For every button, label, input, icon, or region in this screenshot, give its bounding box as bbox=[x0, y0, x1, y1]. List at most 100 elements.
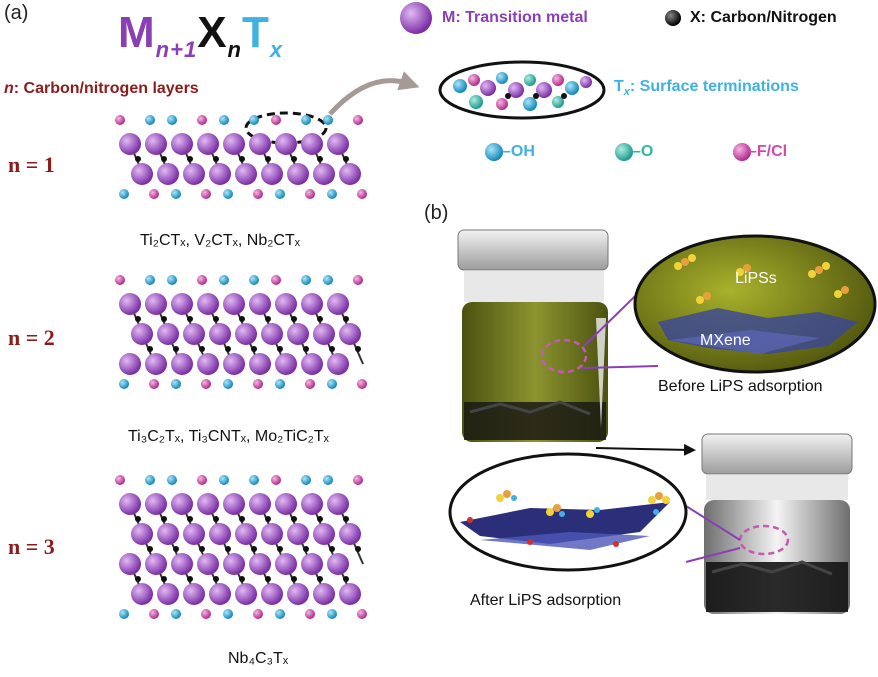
layers-note: n: Carbon/nitrogen layers bbox=[4, 80, 199, 98]
termination-atom bbox=[115, 275, 125, 285]
carbon-atom bbox=[291, 516, 297, 522]
metal-atom bbox=[339, 163, 361, 185]
termination-atom bbox=[327, 379, 337, 389]
metal-atom bbox=[145, 353, 167, 375]
metal-atom bbox=[249, 493, 271, 515]
metal-atom bbox=[119, 493, 141, 515]
jar-after-lid bbox=[701, 433, 853, 475]
jar-before-zoom-ellipse bbox=[540, 338, 588, 374]
metal-atom bbox=[209, 523, 231, 545]
panel-b-label: (b) bbox=[424, 202, 449, 224]
carbon-atom bbox=[277, 346, 283, 352]
layers-note-text: : Carbon/nitrogen layers bbox=[13, 80, 199, 97]
before-caption: Before LiPS adsorption bbox=[658, 378, 823, 395]
zoom-surface-illustration bbox=[244, 60, 606, 145]
carbon-atom bbox=[291, 576, 297, 582]
termination-atom bbox=[253, 379, 263, 389]
termination-atom bbox=[357, 379, 367, 389]
formula-x-sub: n bbox=[227, 36, 242, 62]
metal-atom bbox=[145, 133, 167, 155]
metal-atom bbox=[301, 353, 323, 375]
metal-atom bbox=[209, 323, 231, 345]
jar-before bbox=[457, 229, 609, 442]
carbon-atom bbox=[147, 346, 153, 352]
carbon-atom bbox=[265, 576, 271, 582]
metal-atom bbox=[261, 323, 283, 345]
metal-atom bbox=[301, 293, 323, 315]
termination-atom bbox=[171, 189, 181, 199]
carbon-atom bbox=[135, 576, 141, 582]
metal-atom bbox=[275, 353, 297, 375]
metal-atom bbox=[235, 523, 257, 545]
metal-atom bbox=[197, 553, 219, 575]
carbon-atom bbox=[173, 346, 179, 352]
jar-before-lid bbox=[457, 229, 609, 271]
metal-atom bbox=[183, 523, 205, 545]
metal-atom bbox=[261, 523, 283, 545]
metal-atom bbox=[197, 493, 219, 515]
termination-atom bbox=[275, 189, 285, 199]
bubble-before bbox=[633, 234, 877, 374]
carbon-atom bbox=[161, 576, 167, 582]
carbon-atom bbox=[291, 316, 297, 322]
termination-atom bbox=[219, 115, 229, 125]
termination-atom bbox=[353, 475, 363, 485]
carbon-atom bbox=[265, 516, 271, 522]
termination-atom bbox=[145, 115, 155, 125]
carbon-atom bbox=[161, 156, 167, 162]
termination-atom bbox=[357, 189, 367, 199]
metal-atom bbox=[275, 293, 297, 315]
metal-atom bbox=[339, 323, 361, 345]
formula-t-sub: x bbox=[269, 36, 284, 62]
legend-metal: M: Transition metal bbox=[442, 9, 588, 26]
termination-atom bbox=[323, 115, 333, 125]
fcl-atom-icon bbox=[733, 143, 751, 161]
termination-atom bbox=[119, 189, 129, 199]
metal-atom bbox=[275, 133, 297, 155]
carbon-atom bbox=[265, 316, 271, 322]
metal-atom bbox=[223, 293, 245, 315]
metal-atom bbox=[223, 553, 245, 575]
metal-atom bbox=[145, 493, 167, 515]
metal-atom bbox=[249, 133, 271, 155]
carbon-atom bbox=[251, 546, 257, 552]
metal-atom bbox=[157, 163, 179, 185]
termination-atom bbox=[275, 609, 285, 619]
termination-atom bbox=[197, 115, 207, 125]
termination-atom bbox=[323, 475, 333, 485]
metal-atom bbox=[183, 583, 205, 605]
carbon-atom bbox=[355, 546, 361, 552]
carbon-atom bbox=[199, 546, 205, 552]
termination-atom bbox=[305, 609, 315, 619]
metal-atom bbox=[119, 133, 141, 155]
termination-atom bbox=[115, 115, 125, 125]
carbon-atom bbox=[355, 346, 361, 352]
carbon-atom bbox=[225, 346, 231, 352]
carbon-atom bbox=[317, 316, 323, 322]
termination-atom bbox=[149, 189, 159, 199]
carbon-atom bbox=[135, 316, 141, 322]
mxene-label: MXene bbox=[700, 332, 751, 349]
carbon-atom bbox=[303, 546, 309, 552]
termination-atom bbox=[171, 379, 181, 389]
metal-atom bbox=[223, 493, 245, 515]
termination-atom bbox=[149, 379, 159, 389]
oh-atom-icon bbox=[485, 143, 503, 161]
termination-atom bbox=[223, 379, 233, 389]
lips-label: LiPSs bbox=[735, 270, 777, 287]
metal-atom bbox=[119, 553, 141, 575]
termination-atom bbox=[275, 379, 285, 389]
metal-atom bbox=[327, 353, 349, 375]
carbon-atom bbox=[187, 156, 193, 162]
termination-atom bbox=[327, 609, 337, 619]
metal-atom bbox=[287, 163, 309, 185]
metal-atom bbox=[249, 293, 271, 315]
termination-atom bbox=[167, 475, 177, 485]
carbon-atom bbox=[199, 346, 205, 352]
metal-atom bbox=[275, 553, 297, 575]
metal-atom bbox=[171, 553, 193, 575]
termination-atom bbox=[115, 475, 125, 485]
termination-atom bbox=[249, 115, 259, 125]
termination-atom bbox=[327, 189, 337, 199]
carbon-atom bbox=[187, 516, 193, 522]
